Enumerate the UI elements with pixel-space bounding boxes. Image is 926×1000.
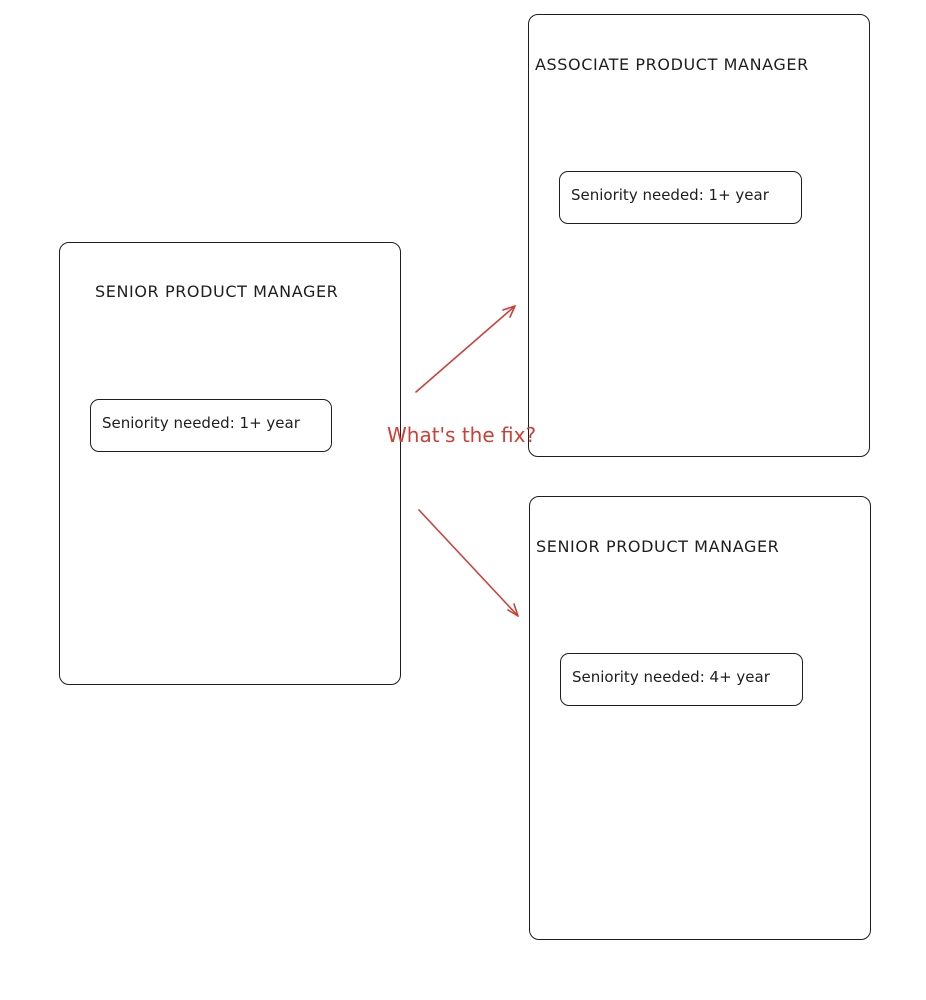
senior-seniority-text: Seniority needed: 4+ year [572, 668, 770, 686]
left-role-card: SENIOR PRODUCT MANAGER Seniority needed:… [59, 242, 401, 685]
associate-role-title: ASSOCIATE PRODUCT MANAGER [535, 55, 809, 74]
left-seniority-box: Seniority needed: 1+ year [90, 399, 332, 452]
senior-role-title: SENIOR PRODUCT MANAGER [536, 537, 780, 556]
associate-seniority-box: Seniority needed: 1+ year [559, 171, 802, 224]
arrow-to-senior [418, 509, 519, 617]
senior-role-card: SENIOR PRODUCT MANAGER Seniority needed:… [529, 496, 871, 940]
senior-seniority-box: Seniority needed: 4+ year [560, 653, 803, 706]
whats-the-fix-annotation: What's the fix? [387, 423, 537, 447]
associate-role-card: ASSOCIATE PRODUCT MANAGER Seniority need… [528, 14, 870, 457]
left-role-title: SENIOR PRODUCT MANAGER [95, 282, 339, 301]
left-seniority-text: Seniority needed: 1+ year [102, 414, 300, 432]
arrow-to-associate [415, 305, 516, 393]
associate-seniority-text: Seniority needed: 1+ year [571, 186, 769, 204]
